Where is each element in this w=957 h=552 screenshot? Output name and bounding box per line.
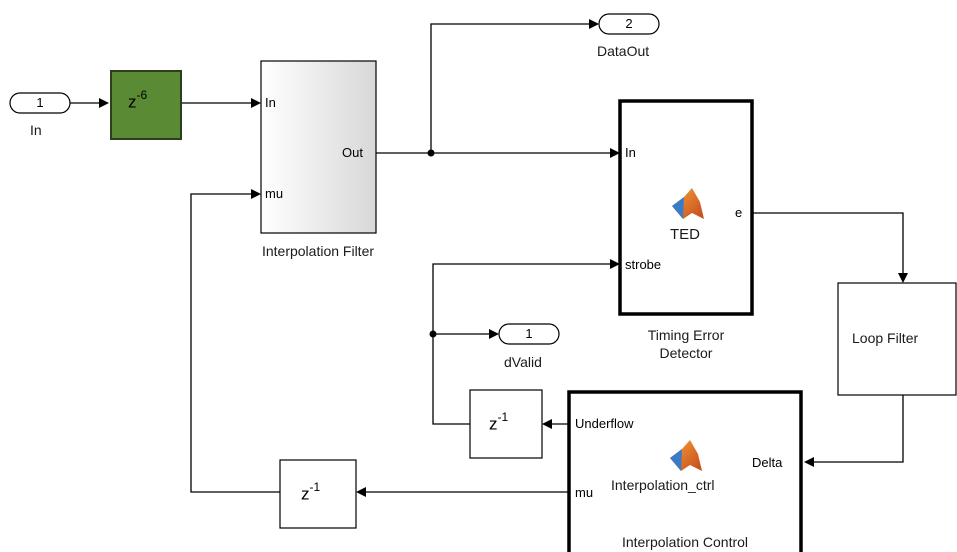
outport-name: DataOut [597,43,650,59]
arrow-icon [610,259,620,269]
filter-port-in: In [265,95,276,110]
filter-port-mu: mu [265,186,284,201]
ted-port-in: In [625,145,636,160]
filter-port-out: Out [342,145,363,160]
control-caption: Interpolation Control [621,534,749,550]
control-port-delta: Delta [752,455,783,470]
inport-in[interactable] [9,92,71,114]
arrow-icon [251,189,261,199]
delay-mu-block[interactable] [279,459,357,529]
junctions [427,149,437,338]
arrowheads [99,19,908,497]
line-to-dataout [430,23,591,153]
arrow-icon [489,329,499,339]
matlab-function-icon [672,188,704,219]
arrow-icon [251,98,261,108]
interpolation-control-block[interactable] [567,390,803,552]
branch-point [429,330,437,338]
line-ted-to-loopfilter [752,212,904,276]
delay-underflow-label: z-1 [489,410,509,434]
outport-dvalid[interactable] [498,323,560,345]
arrow-icon [99,98,109,108]
loop-filter-block[interactable] [837,282,957,396]
arrow-icon [356,487,366,497]
ted-name: TED [670,226,700,243]
control-name: Interpolation_ctrl [611,477,715,493]
delay-underflow-block[interactable] [469,389,543,459]
branch-point [427,149,435,157]
line-delay-to-strobe [432,263,612,425]
arrow-icon [542,419,552,429]
inport-number: 1 [36,95,44,110]
outport-number: 1 [525,326,533,341]
loop-filter-name: Loop Filter [852,330,919,346]
outport-name: dValid [504,354,542,370]
delay-mu-label: z-1 [301,480,321,504]
arrow-icon [589,19,599,29]
line-loopfilter-to-control [812,395,904,463]
line-delay-to-filter-mu [190,193,280,493]
matlab-function-icon [670,440,702,471]
interpolation-filter-block[interactable] [260,60,377,234]
arrow-icon [804,457,814,467]
ted-caption: Timing Error Detector [647,327,725,361]
arrow-icon [610,148,620,158]
delay-z6-block[interactable] [110,70,182,140]
filter-caption: Interpolation Filter [261,243,375,259]
control-port-mu: mu [575,485,594,500]
arrow-icon [898,273,908,283]
signal-lines [70,23,904,493]
ted-port-strobe: strobe [625,257,662,272]
outport-dataout[interactable] [598,13,660,35]
control-port-underflow: Underflow [575,416,634,431]
inport-name: In [30,122,42,138]
delay-z6-label: z-6 [128,88,148,112]
outport-number: 2 [625,16,633,31]
ted-port-e: e [735,205,743,220]
